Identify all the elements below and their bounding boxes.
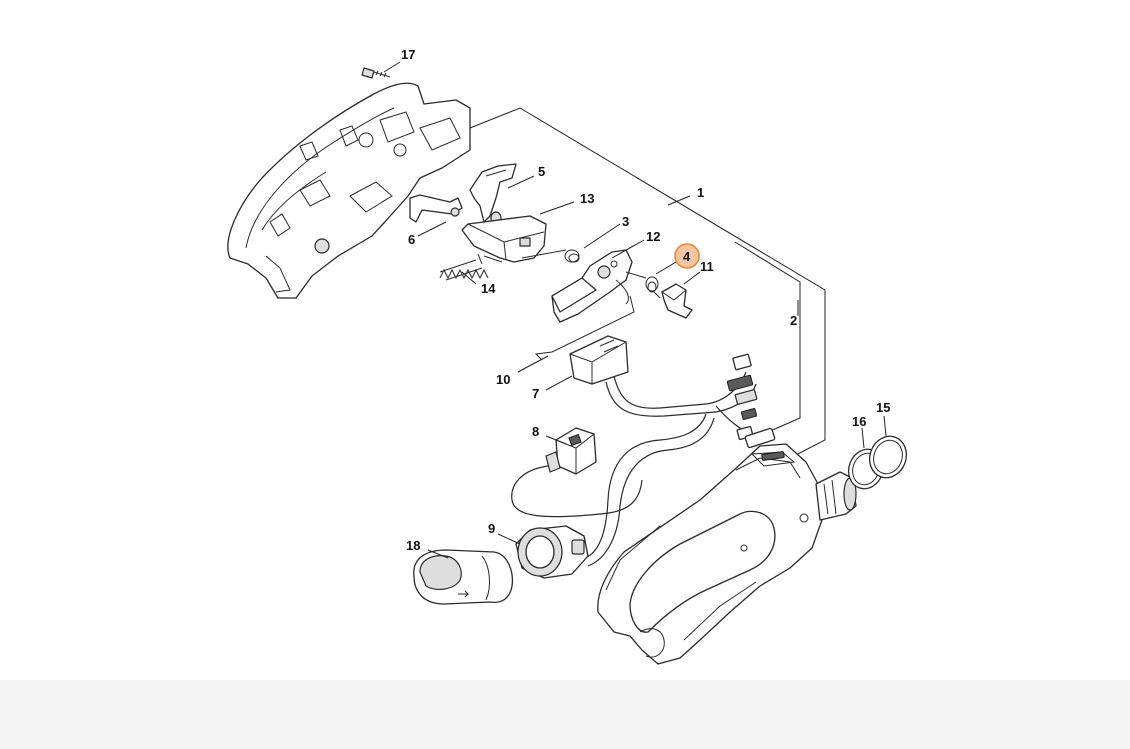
lever-part-6 xyxy=(409,194,463,223)
callout-3: 3 xyxy=(622,214,629,229)
callout-18: 18 xyxy=(406,538,420,553)
callout-13: 13 xyxy=(580,191,594,206)
callout-17: 17 xyxy=(401,47,415,62)
seal-ring-part-15 xyxy=(868,435,908,479)
leader-lines xyxy=(383,61,887,559)
assembly-bracket-lines xyxy=(469,107,826,459)
callout-5: 5 xyxy=(538,164,545,179)
switch-block-part-8 xyxy=(545,427,597,475)
callout-11: 11 xyxy=(700,259,714,274)
contact-part-11 xyxy=(661,283,693,319)
trigger-lock-part-5 xyxy=(469,163,517,225)
callout-1: 1 xyxy=(697,185,704,200)
actuating-rod-part-10 xyxy=(534,295,635,361)
nozzle xyxy=(815,471,857,521)
callout-6: 6 xyxy=(408,232,415,247)
callout-4: 4 xyxy=(683,249,691,264)
callout-10: 10 xyxy=(496,372,510,387)
callout-15: 15 xyxy=(876,400,890,415)
wire-harness xyxy=(511,353,759,567)
spring-part-4 xyxy=(625,271,661,299)
socket-ring-part-9 xyxy=(515,525,589,579)
callout-12: 12 xyxy=(646,229,660,244)
callout-9: 9 xyxy=(488,521,495,536)
callout-8: 8 xyxy=(532,424,539,439)
handle-housing-main-part-2 xyxy=(597,427,823,665)
switch-lever-part-12 xyxy=(551,249,633,323)
screw-part-17 xyxy=(361,67,391,79)
callout-labels: 17 1 5 13 3 12 4 11 6 14 2 10 7 8 9 18 1… xyxy=(401,47,890,553)
torsion-spring-part-3 xyxy=(521,249,580,263)
callout-2: 2 xyxy=(790,313,797,328)
callout-7: 7 xyxy=(532,386,539,401)
electronics-module-part-7 xyxy=(569,335,629,385)
spring-part-14 xyxy=(439,259,489,281)
callout-16: 16 xyxy=(852,414,866,429)
callout-14: 14 xyxy=(481,281,496,296)
end-cap-part-18 xyxy=(413,549,514,605)
trigger-part-13 xyxy=(461,215,547,265)
floor-band xyxy=(0,680,1130,749)
handle-housing-left xyxy=(227,82,471,299)
highlight-circle xyxy=(674,243,700,269)
